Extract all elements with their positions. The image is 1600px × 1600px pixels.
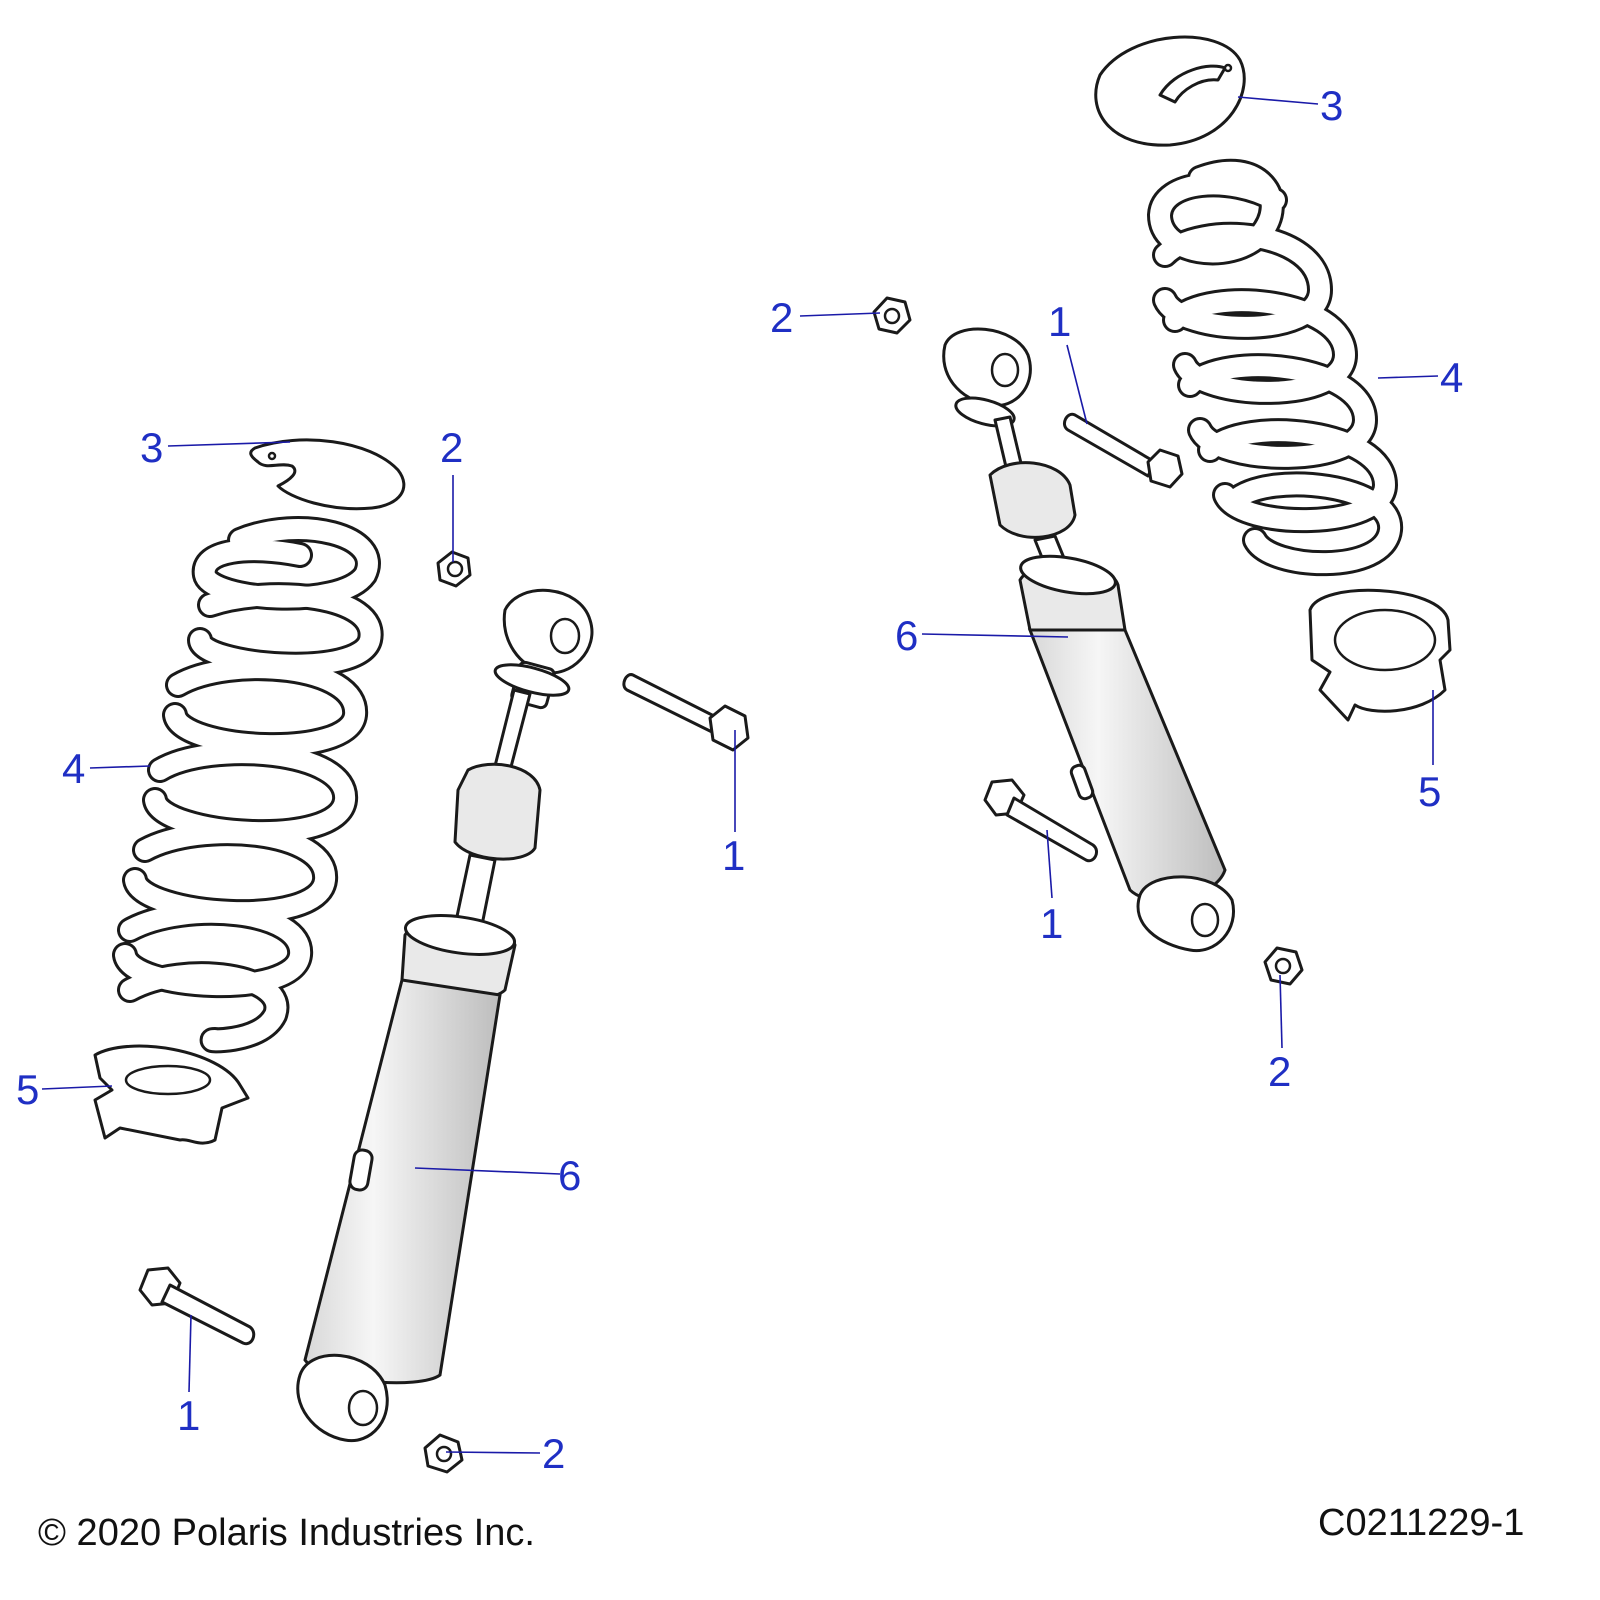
- callout-left-top-bolt: 1: [722, 832, 745, 879]
- callout-right-shock: 6: [895, 612, 918, 659]
- callout-labels: 3 2 4 5 1 6 1 2 3 2 1 4 6 5 1 2: [16, 82, 1463, 1477]
- callout-left-spring: 4: [62, 745, 85, 792]
- right-spring-retainer: [1094, 35, 1246, 147]
- left-shock-absorber: [296, 588, 594, 1443]
- right-shock-absorber: [942, 327, 1235, 953]
- left-bottom-nut: [423, 1433, 464, 1474]
- copyright-notice: © 2020 Polaris Industries Inc.: [38, 1512, 535, 1554]
- left-spring-retainer: [249, 438, 406, 511]
- callout-left-spring-retainer: 3: [140, 424, 163, 471]
- callout-right-top-bolt: 1: [1048, 298, 1071, 345]
- callout-right-spring-seat: 5: [1418, 768, 1441, 815]
- callout-right-top-nut: 2: [770, 294, 793, 341]
- right-coil-spring: [1146, 158, 1403, 577]
- right-top-bolt: [1063, 412, 1184, 489]
- callout-left-bottom-bolt: 1: [177, 1392, 200, 1439]
- right-bottom-nut: [1263, 946, 1304, 986]
- left-coil-spring: [112, 516, 384, 1054]
- callout-right-spring: 4: [1440, 354, 1463, 401]
- left-spring-seat: [93, 1044, 250, 1145]
- callout-left-bottom-nut: 2: [542, 1430, 565, 1477]
- leader-lines: [41, 96, 1439, 1454]
- left-top-nut: [436, 550, 472, 588]
- callout-right-bottom-bolt: 1: [1040, 900, 1063, 947]
- right-spring-seat: [1308, 588, 1452, 722]
- left-top-bolt: [622, 673, 750, 752]
- callout-right-spring-retainer: 3: [1320, 82, 1343, 129]
- drawing-number: C0211229-1: [1318, 1502, 1525, 1544]
- right-bottom-bolt: [983, 778, 1098, 863]
- left-bottom-bolt: [138, 1266, 256, 1346]
- callout-left-spring-seat: 5: [16, 1066, 39, 1113]
- callout-left-top-nut: 2: [440, 424, 463, 471]
- callout-left-shock: 6: [558, 1152, 581, 1199]
- callout-right-bottom-nut: 2: [1268, 1048, 1291, 1095]
- right-top-nut: [872, 296, 912, 335]
